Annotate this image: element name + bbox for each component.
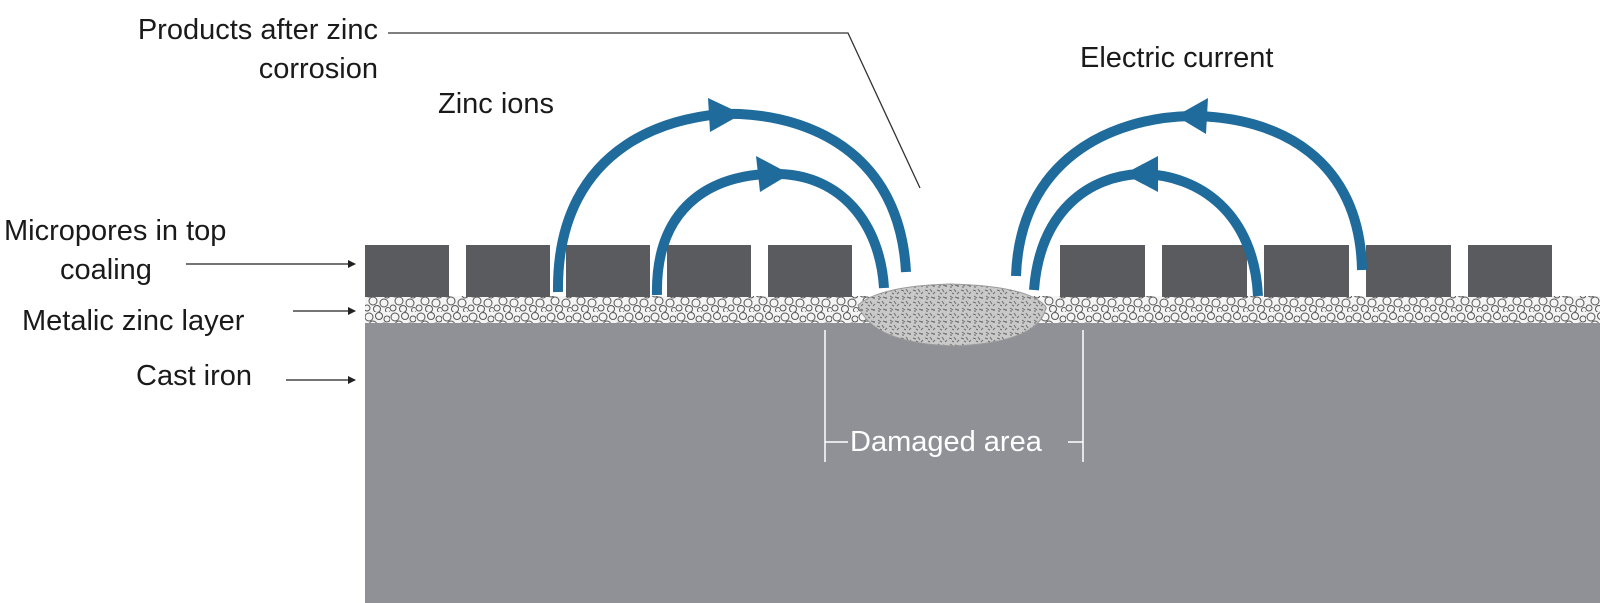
arrow-head-icon xyxy=(756,156,790,192)
damaged-area-bracket xyxy=(824,330,1084,462)
coating-block xyxy=(566,245,650,297)
zinc-ions-label: Zinc ions xyxy=(438,88,555,120)
coating-block xyxy=(1162,245,1247,297)
damaged-area-label: Damaged area xyxy=(850,426,1042,458)
coating-block xyxy=(365,245,449,297)
products-leader-line xyxy=(388,32,921,189)
micropores-label-line1: Micropores in top xyxy=(4,215,227,247)
damaged-area-corrosion-products xyxy=(857,283,1047,347)
top-coating-blocks xyxy=(365,245,1552,297)
coating-block xyxy=(1264,245,1349,297)
micropores-label-line2: coaling xyxy=(60,254,152,286)
cast-iron-substrate xyxy=(365,322,1600,603)
cast-iron-label: Cast iron xyxy=(136,360,253,392)
products-label-line1: Products after zinc xyxy=(137,14,378,46)
arrow-head-icon xyxy=(1176,98,1208,134)
electric-current-label: Electric current xyxy=(1080,42,1274,74)
arrow-head-icon xyxy=(708,98,742,132)
arrow-heads xyxy=(708,98,1208,192)
coating-block xyxy=(1060,245,1145,297)
coating-block xyxy=(466,245,550,297)
coating-block xyxy=(1366,245,1451,297)
coating-block xyxy=(1468,245,1552,297)
products-label-line2: corrosion xyxy=(258,53,378,85)
coating-block xyxy=(768,245,852,297)
arrow-head-icon xyxy=(1124,156,1158,192)
metallic-zinc-label: Metalic zinc layer xyxy=(22,305,245,337)
coating-block xyxy=(667,245,751,297)
